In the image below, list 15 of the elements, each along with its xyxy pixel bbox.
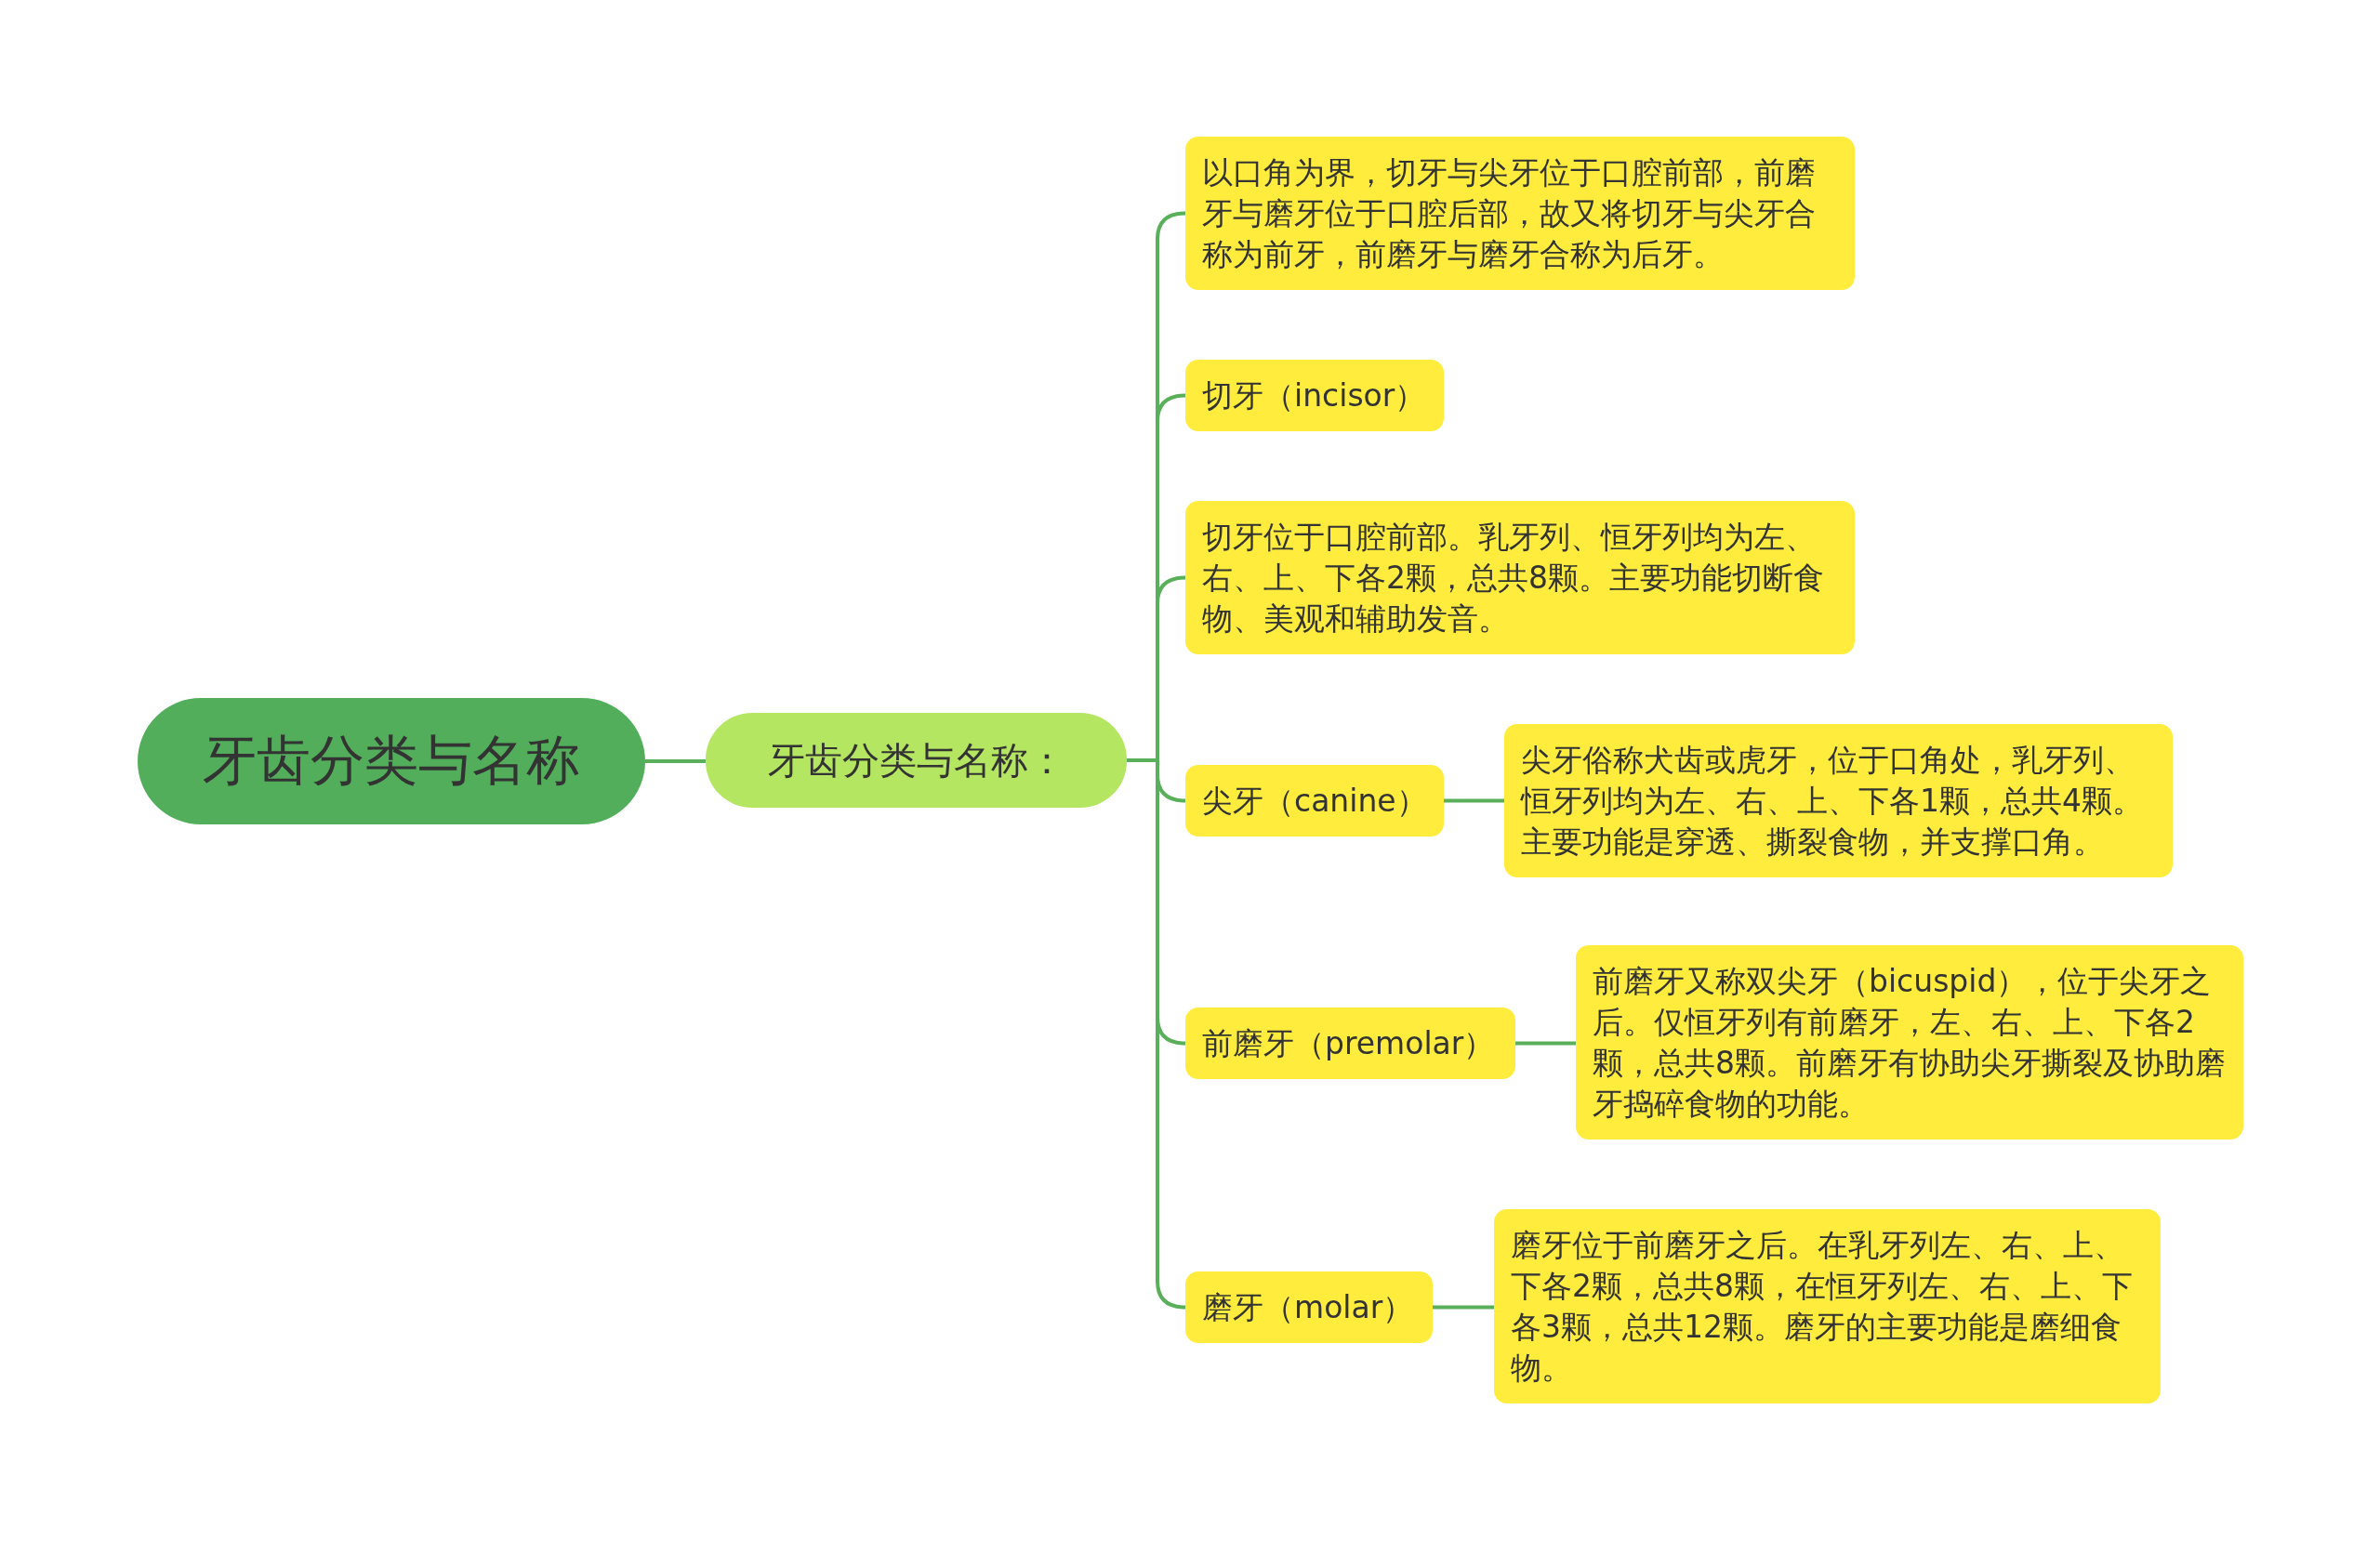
connector-line (645, 759, 706, 763)
note-box: 前磨牙又称双尖牙（bicuspid），位于尖牙之后。仅恒牙列有前磨牙，左、右、上、下各2颗，总共8颗。前磨牙有协助尖牙撕裂及协助磨牙捣碎食物的功能。 (1576, 945, 2243, 1139)
note-box: 磨牙位于前磨牙之后。在乳牙列左、右、上、下各2颗，总共8颗，在恒牙列左、右、上、下各3颗，总共12颗。磨牙的主要功能是磨细食物。 (1494, 1209, 2161, 1403)
connector-line (1433, 1305, 1494, 1310)
connector-line (1444, 798, 1504, 803)
topic-box: 牙齿分类与名称： (706, 713, 1127, 808)
note-box: 尖牙（canine） (1185, 765, 1444, 836)
central-topic: 牙齿分类与名称 (138, 698, 645, 824)
note-box: 前磨牙（premolar） (1185, 1008, 1515, 1079)
note-box: 尖牙俗称犬齿或虎牙，位于口角处，乳牙列、恒牙列均为左、右、上、下各1颗，总共4颗。主要功能是穿透、撕裂食物，并支撑口角。 (1504, 724, 2173, 877)
note-box: 磨牙（molar） (1185, 1271, 1433, 1343)
connector-line (1515, 1041, 1576, 1046)
note-box: 以口角为界，切牙与尖牙位于口腔前部，前磨牙与磨牙位于口腔后部，故又将切牙与尖牙合称为前牙，前磨牙与磨牙合称为后牙。 (1185, 137, 1855, 290)
note-box: 切牙位于口腔前部。乳牙列、恒牙列均为左、右、上、下各2颗，总共8颗。主要功能切断食物、美观和辅助发音。 (1185, 501, 1855, 654)
note-box: 切牙（incisor） (1185, 360, 1444, 431)
